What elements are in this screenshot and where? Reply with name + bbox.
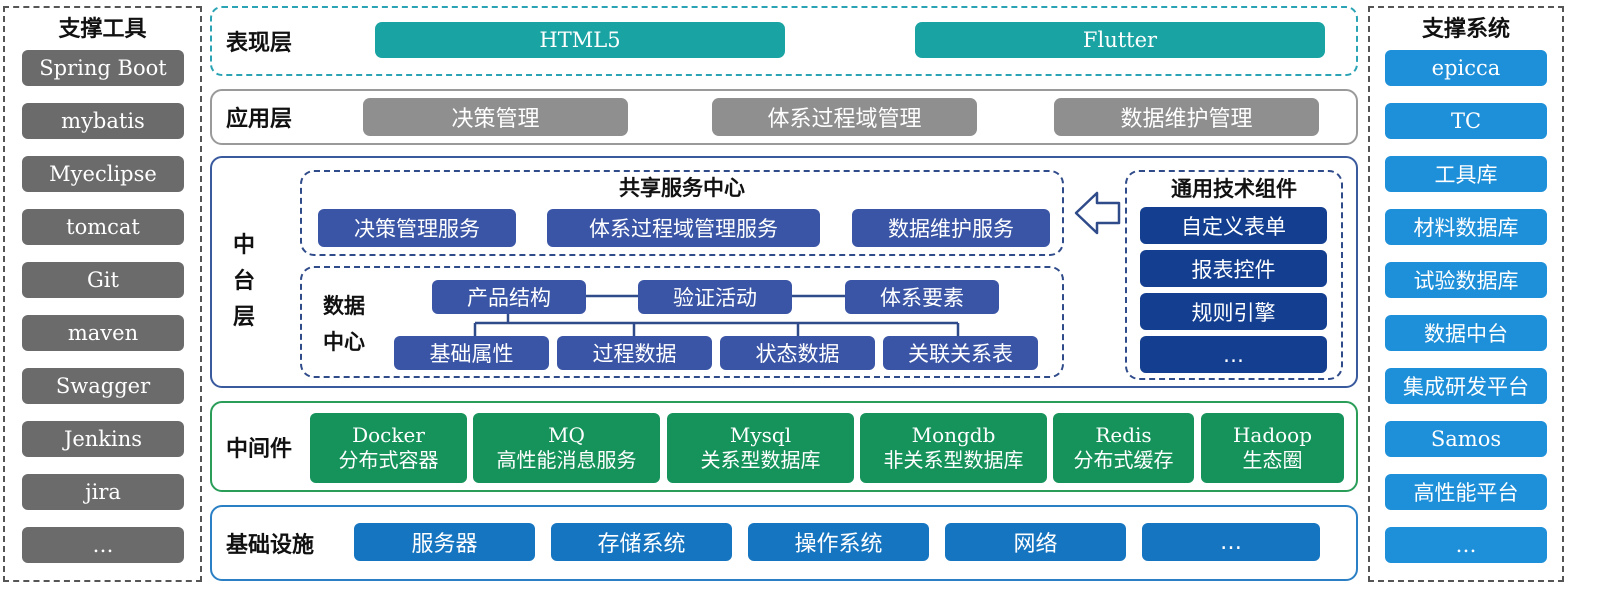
tech-component-item: 规则引擎 <box>1140 293 1327 330</box>
middleware-layer-label: 中间件 <box>225 436 292 462</box>
middleware-layer <box>210 401 1358 492</box>
tech-component-item: 报表控件 <box>1140 250 1327 287</box>
middleware-name: Mysql <box>729 423 792 447</box>
presentation-layer-label: 表现层 <box>225 31 292 56</box>
tool-item: … <box>22 527 184 563</box>
tech-component-item: … <box>1140 336 1327 373</box>
shared-services-center <box>300 170 1064 256</box>
infrastructure-item: … <box>1142 523 1320 561</box>
left-arrow-icon <box>1074 191 1121 235</box>
infrastructure-item: 操作系统 <box>748 523 929 561</box>
middle-layer-label-2: 台 <box>232 269 255 294</box>
data-center-item: 关联关系表 <box>883 336 1038 370</box>
infrastructure-item: 网络 <box>945 523 1126 561</box>
tool-item: Spring Boot <box>22 50 184 86</box>
tool-item: Myeclipse <box>22 156 184 192</box>
presentation-layer <box>210 6 1358 76</box>
middleware-item-hadoop: Hadoop 生态圈 <box>1201 413 1344 483</box>
system-item: 工具库 <box>1385 156 1547 192</box>
middleware-item-redis: Redis 分布式缓存 <box>1053 413 1194 483</box>
tool-item: tomcat <box>22 209 184 245</box>
shared-service-item: 数据维护服务 <box>852 209 1050 247</box>
system-item: TC <box>1385 103 1547 139</box>
support-systems-title: 支撑系统 <box>1421 17 1510 42</box>
data-center-item: 验证活动 <box>638 280 792 314</box>
support-systems-column <box>1368 6 1564 582</box>
system-item: 数据中台 <box>1385 315 1547 351</box>
tool-item: Git <box>22 262 184 298</box>
data-center-title-2: 中心 <box>323 330 365 354</box>
data-center-title-1: 数据 <box>323 294 365 318</box>
tool-item: Swagger <box>22 368 184 404</box>
infrastructure-item: 存储系统 <box>551 523 732 561</box>
middleware-name: MQ <box>548 423 585 447</box>
middle-platform-layer <box>210 156 1358 388</box>
middleware-name: Hadoop <box>1232 423 1313 447</box>
data-center-item: 基础属性 <box>394 336 549 370</box>
middleware-desc: 生态圈 <box>1242 448 1303 472</box>
system-item: 试验数据库 <box>1385 262 1547 298</box>
middle-layer-label-3: 层 <box>232 305 255 330</box>
middleware-name: Docker <box>352 423 425 447</box>
middleware-desc: 关系型数据库 <box>700 448 821 472</box>
infrastructure-layer <box>210 505 1358 581</box>
middleware-desc: 分布式缓存 <box>1073 448 1174 472</box>
application-item: 决策管理 <box>363 98 628 136</box>
middleware-desc: 分布式容器 <box>338 448 439 472</box>
shared-service-item: 体系过程域管理服务 <box>547 209 820 247</box>
middleware-item-mongdb: Mongdb 非关系型数据库 <box>860 413 1047 483</box>
system-item: Samos <box>1385 421 1547 457</box>
middleware-desc: 高性能消息服务 <box>496 448 637 472</box>
middleware-name: Redis <box>1095 423 1152 447</box>
shared-service-item: 决策管理服务 <box>318 209 516 247</box>
middleware-item-docker: Docker 分布式容器 <box>310 413 467 483</box>
system-item: 集成研发平台 <box>1385 368 1547 404</box>
infrastructure-item: 服务器 <box>354 523 535 561</box>
middleware-item-mysql: Mysql 关系型数据库 <box>667 413 854 483</box>
system-item: 高性能平台 <box>1385 474 1547 510</box>
system-item: epicca <box>1385 50 1547 86</box>
support-tools-column <box>3 6 202 582</box>
tech-components <box>1125 170 1343 380</box>
application-layer-label: 应用层 <box>225 107 292 132</box>
tech-component-item: 自定义表单 <box>1140 207 1327 244</box>
data-center-item: 体系要素 <box>845 280 999 314</box>
tool-item: Jenkins <box>22 421 184 457</box>
support-tools-title: 支撑工具 <box>58 17 147 42</box>
tool-item: maven <box>22 315 184 351</box>
application-item: 数据维护管理 <box>1054 98 1319 136</box>
application-layer <box>210 89 1358 145</box>
data-center-item: 产品结构 <box>432 280 586 314</box>
tool-item: jira <box>22 474 184 510</box>
application-item: 体系过程域管理 <box>712 98 977 136</box>
middleware-name: Mongdb <box>911 423 996 447</box>
middle-layer-label-1: 中 <box>232 233 255 258</box>
infrastructure-layer-label: 基础设施 <box>225 533 314 558</box>
presentation-item-html5: HTML5 <box>375 22 785 58</box>
middleware-desc: 非关系型数据库 <box>883 448 1024 472</box>
shared-services-title: 共享服务中心 <box>619 176 745 200</box>
data-center-item: 过程数据 <box>557 336 712 370</box>
system-item: 材料数据库 <box>1385 209 1547 245</box>
tech-components-title: 通用技术组件 <box>1171 177 1297 201</box>
tool-item: mybatis <box>22 103 184 139</box>
data-center-item: 状态数据 <box>720 336 875 370</box>
middleware-item-mq: MQ 高性能消息服务 <box>473 413 660 483</box>
data-center <box>300 266 1064 378</box>
presentation-item-flutter: Flutter <box>915 22 1325 58</box>
system-item: … <box>1385 527 1547 563</box>
